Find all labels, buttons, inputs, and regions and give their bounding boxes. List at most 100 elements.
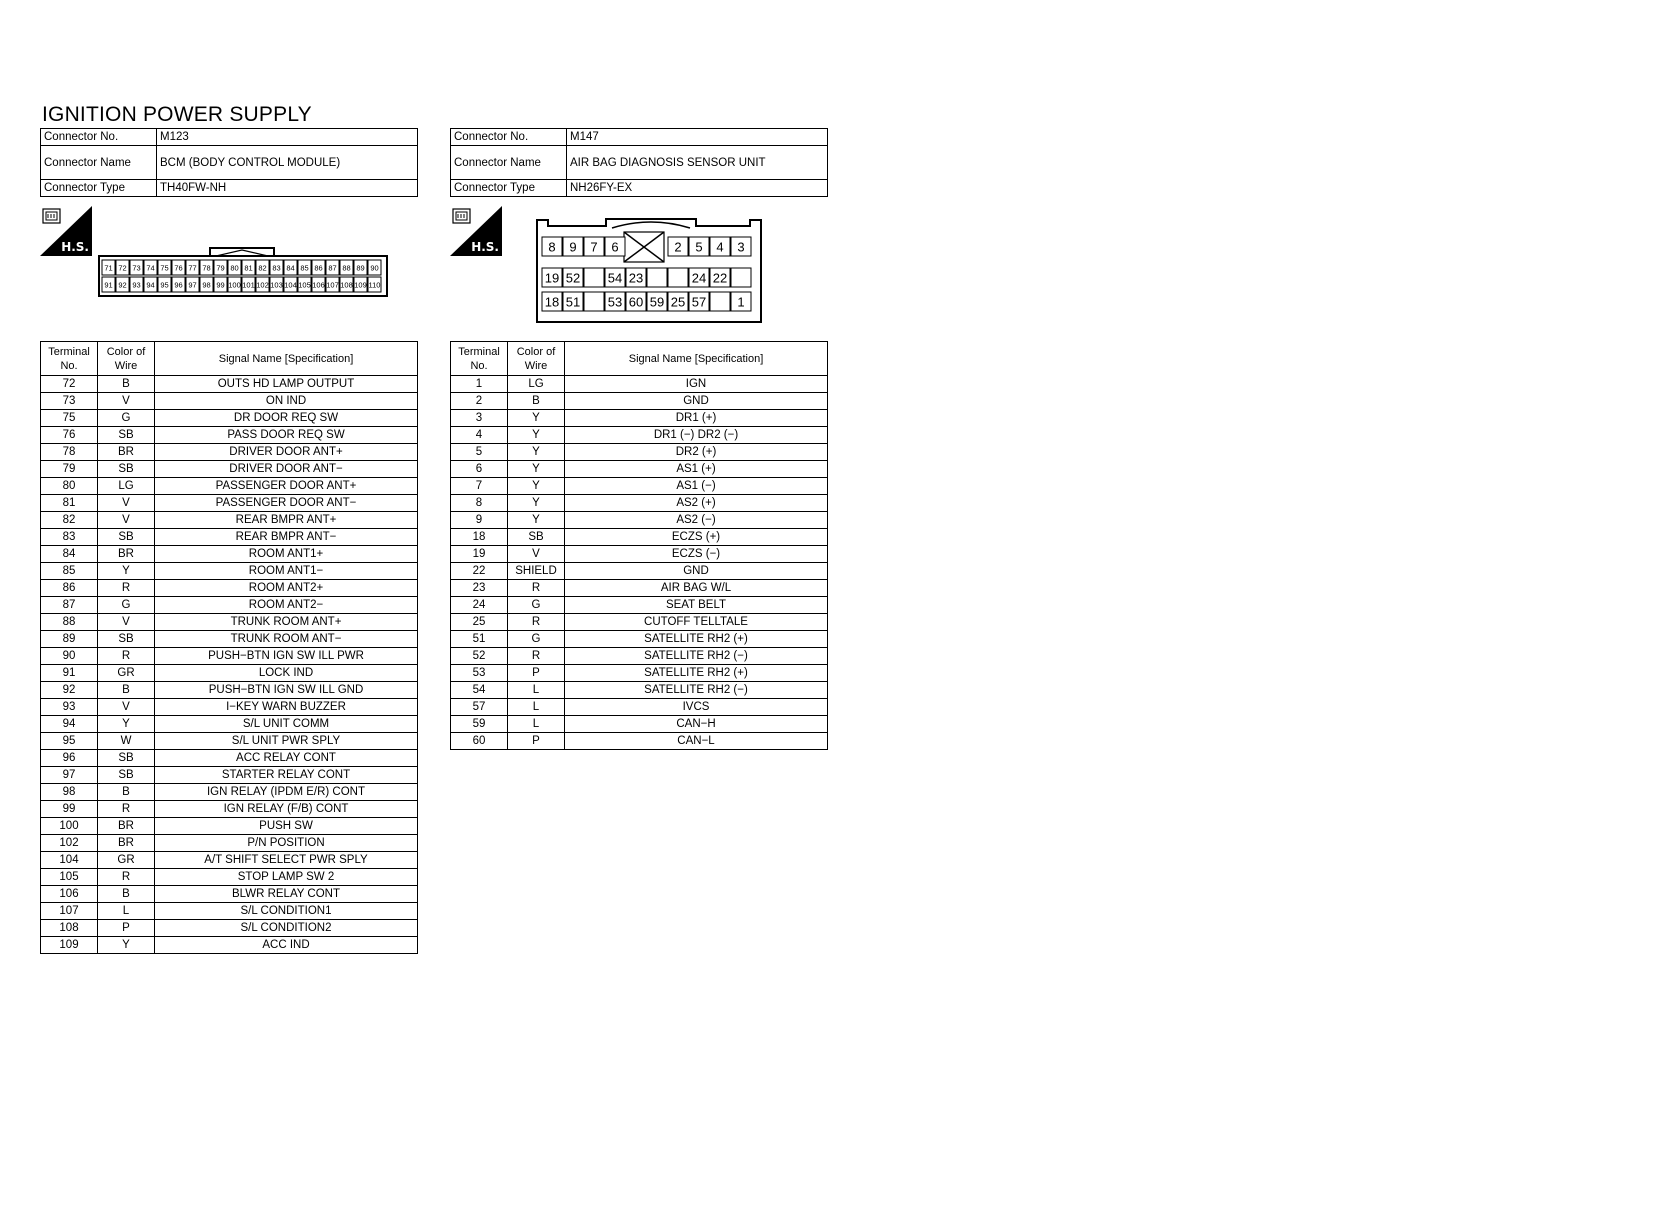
terminal-cell: 18 — [450, 528, 508, 546]
wire-color-cell: B — [97, 885, 155, 903]
connector-pin-label: 8 — [548, 240, 555, 255]
terminal-cell: 23 — [450, 579, 508, 597]
connector-name-value: BCM (BODY CONTROL MODULE) — [156, 145, 418, 180]
connector-no-label: Connector No. — [450, 128, 567, 146]
terminal-cell: 83 — [40, 528, 98, 546]
connector-pin — [667, 291, 689, 312]
connector-pin — [213, 259, 228, 276]
connector-pin-label: 110 — [369, 281, 381, 290]
connector-pin — [297, 259, 312, 276]
wire-color-cell: Y — [507, 443, 565, 461]
connector-pin — [709, 236, 731, 257]
connector-pin — [541, 291, 563, 312]
connector-pin-label: 54 — [608, 271, 622, 286]
signal-name-cell: STOP LAMP SW 2 — [154, 868, 418, 886]
terminal-cell: 91 — [40, 664, 98, 682]
harness-side-icon: H.S. — [40, 206, 92, 256]
signal-name-cell: PUSH−BTN IGN SW ILL PWR — [154, 647, 418, 665]
wire-color-cell: V — [97, 511, 155, 529]
connector-pin — [709, 267, 731, 288]
connector-pin — [241, 276, 256, 293]
connector-pin-label: 6 — [611, 240, 618, 255]
signal-name-cell: I−KEY WARN BUZZER — [154, 698, 418, 716]
connector-pin — [115, 276, 130, 293]
wire-color-cell: R — [97, 868, 155, 886]
terminal-cell: 108 — [40, 919, 98, 937]
col-color-header: Color of Wire — [507, 341, 565, 376]
page-title: IGNITION POWER SUPPLY — [42, 103, 312, 126]
terminal-cell: 84 — [40, 545, 98, 563]
connector-pin — [646, 267, 668, 288]
signal-name-cell: GND — [564, 392, 828, 410]
terminal-cell: 75 — [40, 409, 98, 427]
wire-color-cell: Y — [507, 409, 565, 427]
connector-pin-label: 85 — [300, 264, 308, 273]
connector-type-value: TH40FW-NH — [156, 179, 418, 197]
terminal-cell: 5 — [450, 443, 508, 461]
connector-no-value: M147 — [566, 128, 828, 146]
wire-color-cell: R — [97, 579, 155, 597]
signal-name-cell: PASS DOOR REQ SW — [154, 426, 418, 444]
wire-color-cell: V — [507, 545, 565, 563]
col-terminal-header: Terminal No. — [450, 341, 508, 376]
signal-name-cell: PASSENGER DOOR ANT+ — [154, 477, 418, 495]
connector-pin — [199, 259, 214, 276]
connector-pin-label: 24 — [692, 271, 706, 286]
connector-pin — [730, 291, 752, 312]
wire-color-cell: G — [97, 409, 155, 427]
signal-name-cell: PUSH SW — [154, 817, 418, 835]
connector-pin — [115, 259, 130, 276]
connector-name-value: AIR BAG DIAGNOSIS SENSOR UNIT — [566, 145, 828, 180]
connector-pin-label: 89 — [356, 264, 364, 273]
terminal-cell: 95 — [40, 732, 98, 750]
terminal-cell: 6 — [450, 460, 508, 478]
wire-color-cell: L — [97, 902, 155, 920]
connector-pin — [688, 291, 710, 312]
terminal-cell: 86 — [40, 579, 98, 597]
connector-pin — [199, 276, 214, 293]
connector-pin — [311, 276, 326, 293]
connector-pin — [688, 236, 710, 257]
signal-name-cell: P/N POSITION — [154, 834, 418, 852]
wire-color-cell: SB — [97, 766, 155, 784]
connector-pin-label: 92 — [118, 281, 126, 290]
wire-color-cell: V — [97, 494, 155, 512]
connector-pin — [129, 276, 144, 293]
wire-color-cell: Y — [507, 511, 565, 529]
terminal-cell: 73 — [40, 392, 98, 410]
connector-pin — [562, 267, 584, 288]
terminal-cell: 107 — [40, 902, 98, 920]
signal-name-cell: SATELLITE RH2 (+) — [564, 630, 828, 648]
connector-pin-label: 57 — [692, 295, 706, 310]
connector-pin-label: 82 — [258, 264, 266, 273]
signal-name-cell: STARTER RELAY CONT — [154, 766, 418, 784]
terminal-cell: 87 — [40, 596, 98, 614]
connector-pin-label: 88 — [342, 264, 350, 273]
signal-name-cell: DRIVER DOOR ANT− — [154, 460, 418, 478]
terminal-cell: 81 — [40, 494, 98, 512]
connector-pin — [255, 276, 270, 293]
connector-pin-label: 104 — [284, 281, 297, 290]
terminal-cell: 7 — [450, 477, 508, 495]
terminal-cell: 96 — [40, 749, 98, 767]
signal-name-cell: TRUNK ROOM ANT+ — [154, 613, 418, 631]
connector-pin-label: 25 — [671, 295, 685, 310]
